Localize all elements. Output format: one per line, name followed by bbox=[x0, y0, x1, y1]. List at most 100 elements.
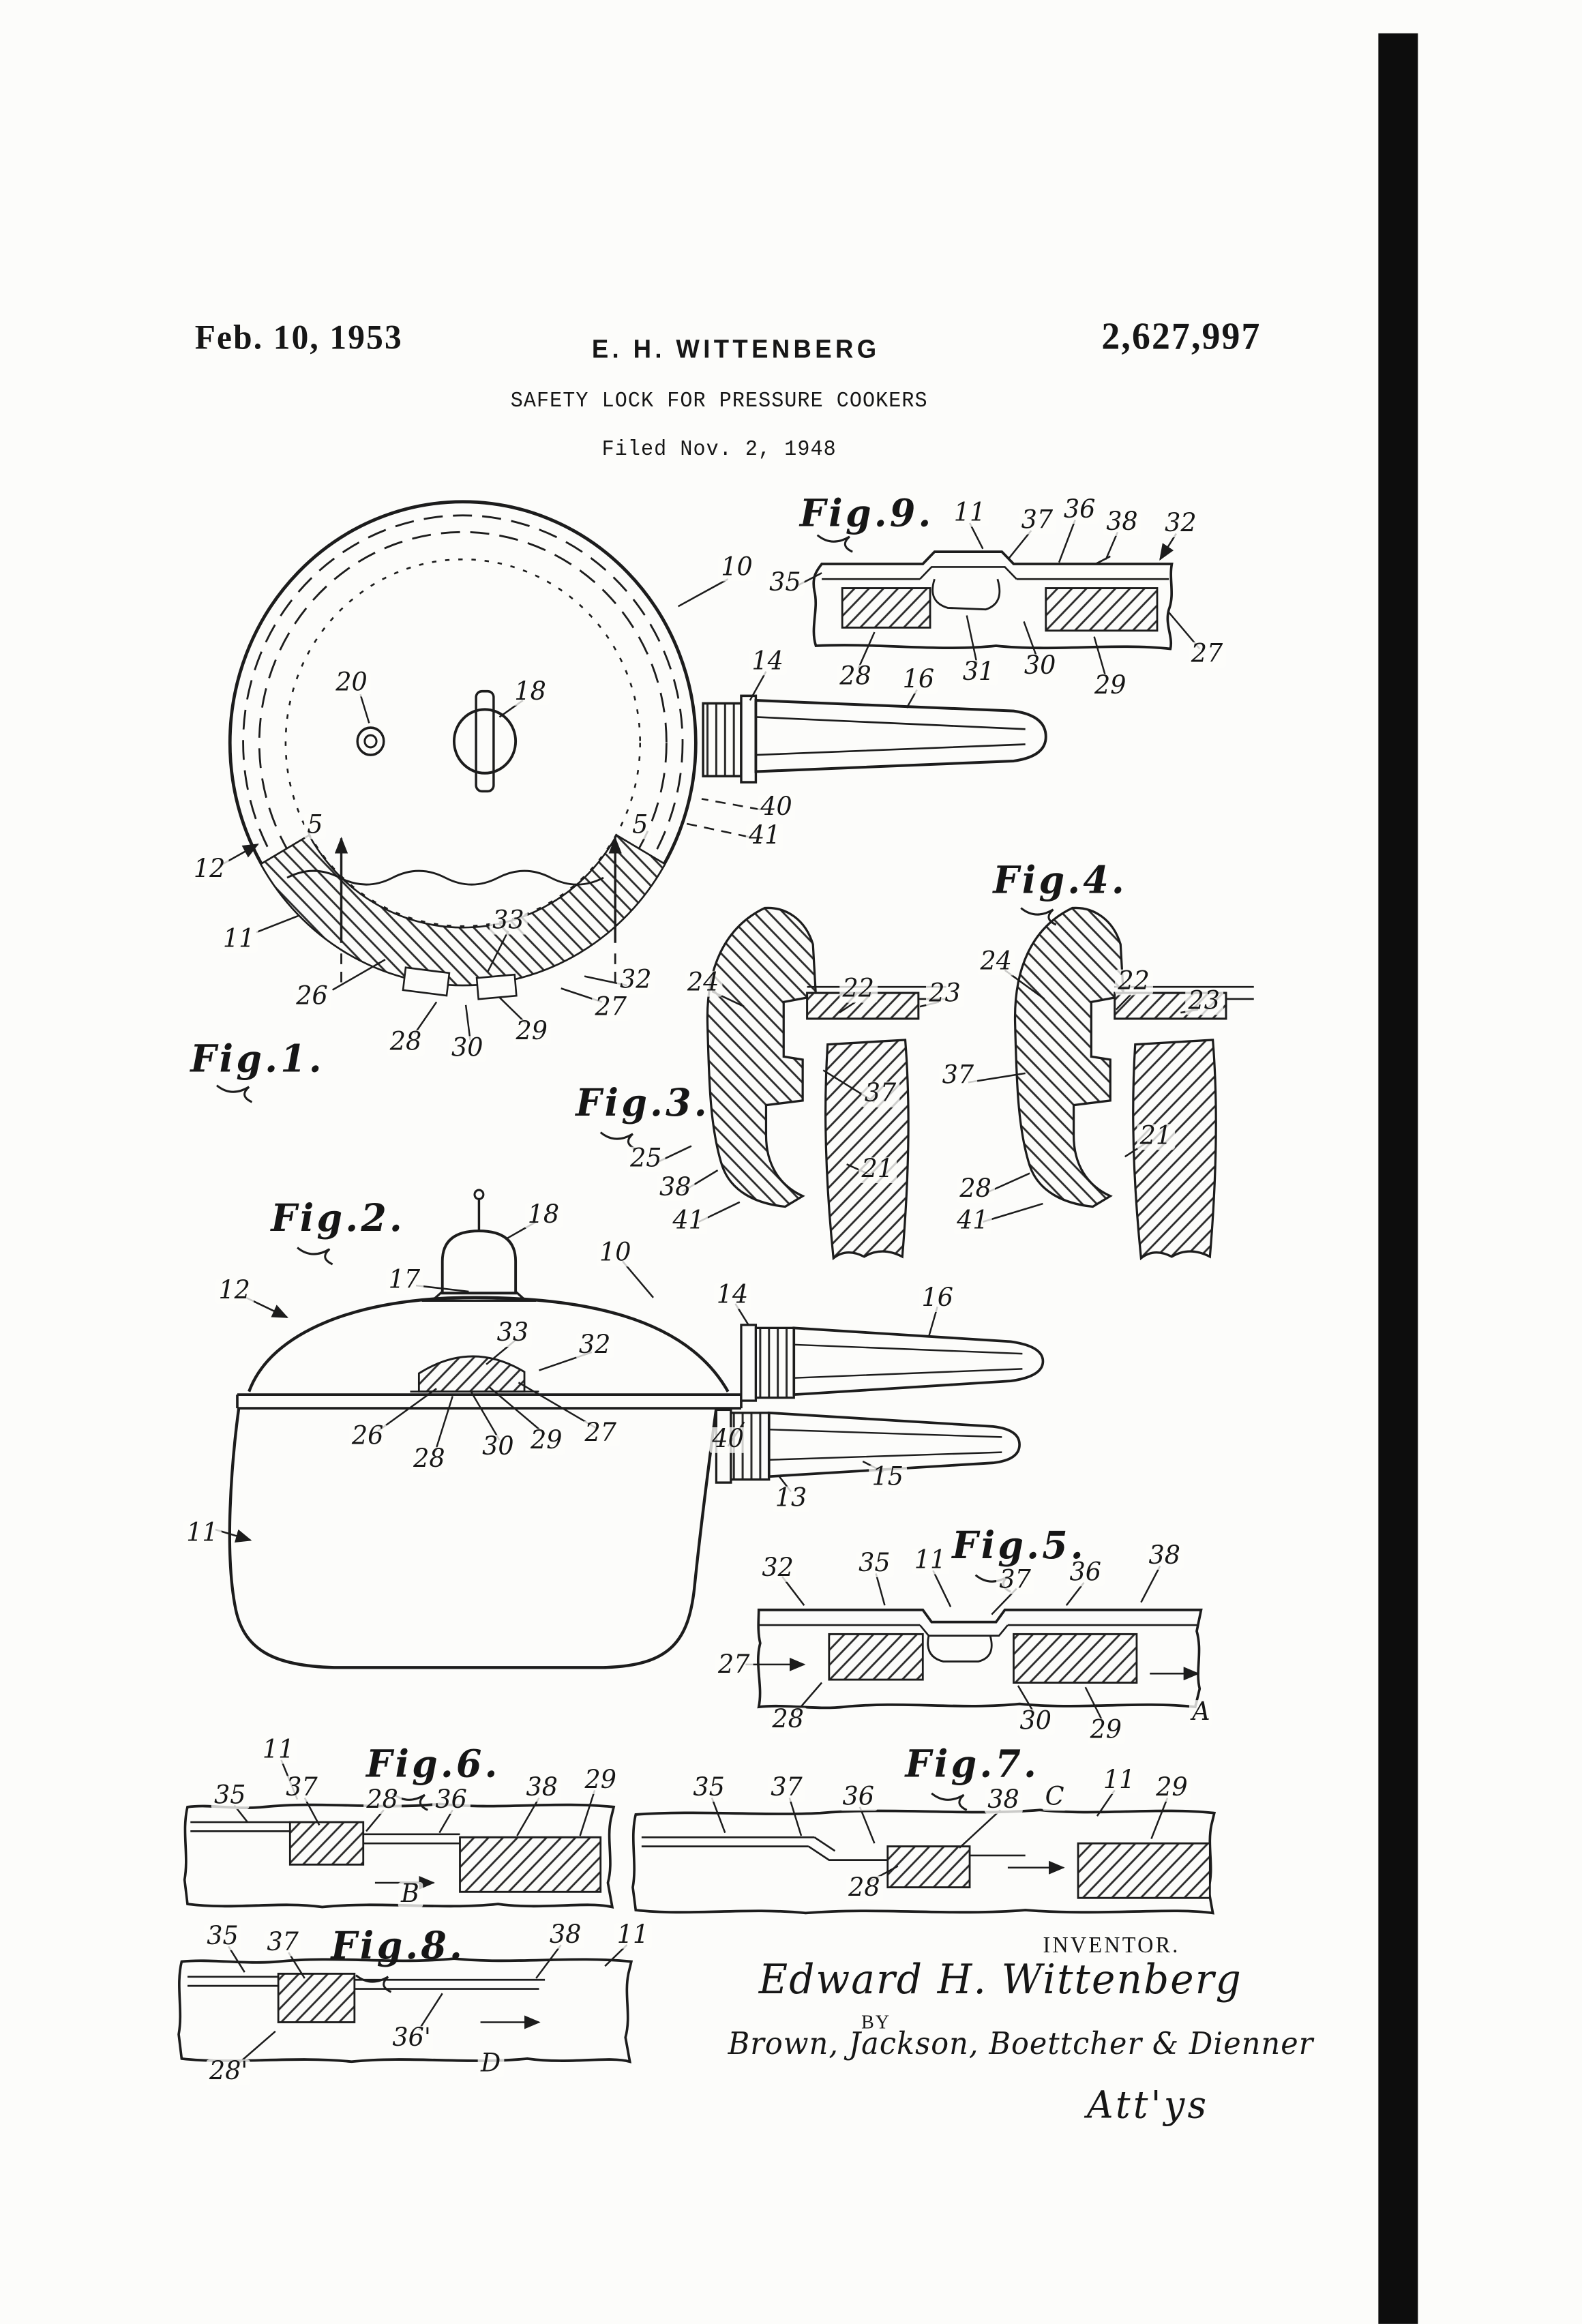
ref-label: 29 bbox=[527, 1428, 565, 1455]
ref-label: 36' bbox=[389, 2025, 434, 2052]
ref-label: 29 bbox=[1087, 1718, 1125, 1744]
ref-label: 18 bbox=[524, 1202, 563, 1229]
ref-label: 24 bbox=[684, 970, 722, 997]
ref-label: 38 bbox=[656, 1175, 694, 1202]
fig5-drawing bbox=[745, 1565, 1203, 1723]
ref-label: 22 bbox=[839, 977, 878, 1003]
fig5-caption: Fig.5. bbox=[952, 1523, 1086, 1568]
ref-label: 30 bbox=[1021, 653, 1059, 681]
ref-label: 15 bbox=[869, 1464, 907, 1491]
ref-label: 11 bbox=[1100, 1768, 1138, 1794]
ref-label: 11 bbox=[614, 1922, 652, 1949]
fig6-drawing bbox=[183, 1759, 616, 1909]
ref-label: 27 bbox=[1188, 641, 1226, 668]
ref-label: 38 bbox=[984, 1787, 1022, 1814]
ref-label: 37 bbox=[1018, 508, 1056, 535]
fig9-caption: Fig.9. bbox=[799, 491, 934, 535]
ref-label: 32 bbox=[1161, 511, 1199, 538]
ref-label: 11 bbox=[220, 926, 258, 953]
ref-label: 35 bbox=[766, 570, 804, 597]
inventor-label: INVENTOR. bbox=[1043, 1934, 1180, 1959]
ref-label: 29 bbox=[1091, 673, 1129, 700]
ref-label: 29 bbox=[582, 1768, 620, 1794]
ref-label: 28 bbox=[957, 1176, 995, 1203]
ref-label: 22 bbox=[1115, 968, 1153, 996]
fig7-drawing bbox=[631, 1789, 1217, 1915]
ref-label: 31 bbox=[959, 659, 998, 686]
ref-label: 13 bbox=[772, 1486, 810, 1513]
ref-label: D bbox=[477, 2051, 504, 2078]
ref-label: 27 bbox=[582, 1420, 620, 1447]
patent-title: SAFETY LOCK FOR PRESSURE COOKERS bbox=[510, 389, 928, 414]
ref-label: 36 bbox=[1066, 1560, 1105, 1587]
ref-label: 37 bbox=[861, 1081, 899, 1107]
attorneys-signature: Brown, Jackson, Boettcher & Dienner bbox=[728, 2025, 1314, 2062]
by-label: BY bbox=[861, 2010, 891, 2034]
ref-label: 37 bbox=[767, 1775, 806, 1802]
ref-label: 41 bbox=[953, 1208, 991, 1235]
ref-label: 28 bbox=[836, 664, 875, 691]
ref-label: 32 bbox=[616, 967, 655, 994]
ref-label: 11 bbox=[951, 501, 989, 527]
ref-label: 38 bbox=[546, 1922, 584, 1949]
ref-label: 10 bbox=[596, 1240, 634, 1267]
ref-label: 30 bbox=[479, 1434, 517, 1461]
ref-label: 29 bbox=[513, 1019, 551, 1045]
ref-label: 30 bbox=[448, 1035, 486, 1062]
ref-label: 35 bbox=[211, 1783, 249, 1810]
fig8-drawing bbox=[177, 1944, 633, 2064]
ref-label: 26 bbox=[348, 1423, 387, 1450]
ref-label: 38 bbox=[1146, 1543, 1184, 1570]
ref-label: 33 bbox=[489, 908, 527, 935]
ref-label: 5 bbox=[303, 813, 326, 839]
ref-label: 30 bbox=[1017, 1708, 1055, 1735]
fig8-caption: Fig.8. bbox=[331, 1923, 466, 1968]
inventor-signature: Edward H. Wittenberg bbox=[758, 1956, 1242, 2004]
ref-label: 38 bbox=[523, 1775, 561, 1802]
ref-label: 26 bbox=[293, 984, 331, 1011]
ref-label: 37 bbox=[996, 1568, 1034, 1594]
ref-label: 36 bbox=[432, 1787, 471, 1814]
ref-label: 27 bbox=[715, 1652, 753, 1679]
attys-label: Att'ys bbox=[1086, 2083, 1210, 2127]
ref-label: 12 bbox=[190, 856, 228, 883]
ref-label: 33 bbox=[494, 1320, 532, 1347]
ref-label: 35 bbox=[690, 1775, 728, 1802]
ref-label: 11 bbox=[183, 1521, 221, 1547]
ref-label: A bbox=[1189, 1699, 1213, 1726]
fig4-caption: Fig.4. bbox=[993, 858, 1128, 902]
ref-label: 38 bbox=[1103, 509, 1141, 536]
ref-label: 40 bbox=[709, 1427, 747, 1453]
ref-label: 16 bbox=[899, 667, 938, 694]
ref-label: 32 bbox=[576, 1332, 614, 1359]
ref-label: 36 bbox=[839, 1784, 878, 1811]
ref-label: 11 bbox=[259, 1738, 297, 1764]
ref-label: 16 bbox=[919, 1285, 957, 1313]
ref-label: 5 bbox=[629, 813, 651, 839]
ref-label: 14 bbox=[713, 1283, 751, 1309]
ref-label: 10 bbox=[717, 555, 756, 582]
ref-label: 29 bbox=[1152, 1775, 1191, 1802]
ref-label: 12 bbox=[215, 1278, 254, 1305]
ref-label: 14 bbox=[749, 649, 787, 676]
fig7-caption: Fig.7. bbox=[905, 1742, 1040, 1786]
ref-label: 37 bbox=[939, 1062, 977, 1090]
ref-label: 23 bbox=[1185, 988, 1223, 1015]
ref-label: 36 bbox=[1060, 497, 1099, 524]
ref-label: 21 bbox=[1137, 1123, 1175, 1150]
ref-label: B bbox=[398, 1881, 423, 1908]
ref-label: 41 bbox=[745, 823, 783, 850]
ref-label: 35 bbox=[855, 1551, 893, 1578]
ref-label: 28' bbox=[206, 2059, 251, 2085]
ref-label: 24 bbox=[977, 949, 1015, 976]
ref-label: 28 bbox=[845, 1875, 883, 1902]
fig7-leader-lines bbox=[711, 1789, 1169, 1882]
fig2-caption: Fig.2. bbox=[271, 1195, 406, 1240]
ref-label: 28 bbox=[363, 1787, 402, 1814]
ref-label: 28 bbox=[410, 1446, 448, 1473]
ref-label: 37 bbox=[264, 1930, 302, 1956]
fig6-caption: Fig.6. bbox=[366, 1742, 501, 1786]
